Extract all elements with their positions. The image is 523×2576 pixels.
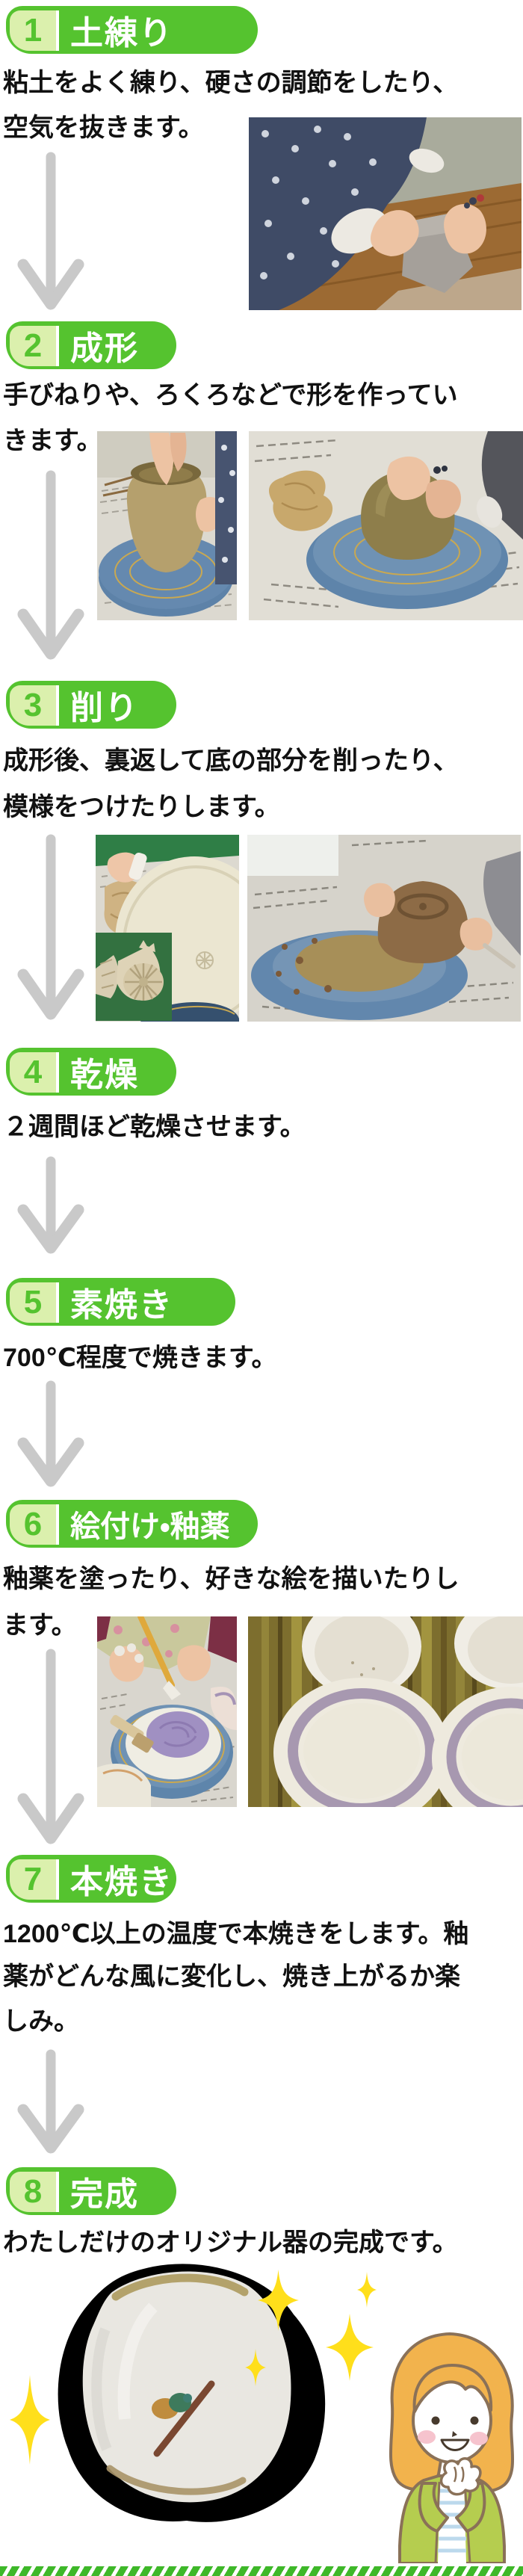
step-5-title: 素焼き [70,1287,173,1323]
step-6-title: 絵付け・釉薬 [70,1510,230,1543]
photo-flower-stamps [96,933,172,1021]
step-3-number: 3 [10,685,59,726]
step-6-number: 6 [10,1504,59,1545]
photo-glazing-plate [97,1616,237,1807]
sparkle-icon [357,2272,377,2308]
sparkle-icon [245,2349,266,2386]
step-2-title: 成形 [70,330,139,367]
step-5-badge: 5 素焼き [6,1278,235,1326]
happy-woman-illustration [377,2329,523,2565]
carving-illustration [247,835,521,1022]
down-arrow-icon [17,152,84,310]
step-4-badge: 4 乾燥 [6,1048,176,1096]
step-3-badge: 3 削り [6,681,176,729]
down-arrow-icon [17,2049,84,2154]
photo-bisque-plates [248,1616,523,1807]
step-8-number: 8 [10,2172,59,2212]
finished-plate-illustration [58,2264,326,2522]
step-7-badge: 7 本焼き [6,1855,176,1903]
sparkle-icon [10,2375,50,2465]
down-arrow-icon [17,834,84,1020]
step-6-text-line: 釉薬を塗ったり、好きな絵を描いたりし [3,1565,459,1593]
down-arrow-icon [17,1649,84,1844]
photo-handbuilding-pot [97,431,237,620]
step-4-text-line: ２週間ほど乾燥させます。 [3,1113,306,1141]
step-1-text-line: 粘土をよく練り、硬さの調節をしたり、 [3,69,459,97]
photo-shaping-on-wheel [249,431,523,620]
handbuilding-illustration [97,431,237,620]
step-5-text-line: 700℃程度で焼きます。 [3,1344,277,1372]
sparkle-icon [258,2270,299,2331]
sparkle-icon [326,2314,374,2381]
step-4-number: 4 [10,1052,59,1093]
step-8-title: 完成 [70,2176,139,2213]
shaping-illustration [249,431,523,620]
step-2-badge: 2 成形 [6,321,176,369]
step-4-title: 乾燥 [70,1057,139,1093]
step-2-text-line: きます。 [3,427,102,455]
step-2-number: 2 [10,326,59,366]
step-1-badge: 1 土練り [6,6,258,54]
step-7-text-line: 薬がどんな風に変化し、焼き上がるか楽 [3,1962,460,1991]
step-6-text-line: ます。 [3,1611,77,1640]
step-1-number: 1 [10,10,59,51]
step-1-title: 土練り [70,15,173,52]
step-3-text-line: 模様をつけたりします。 [3,793,280,821]
step-7-title: 本焼き [70,1864,173,1900]
step-7-text-line: 1200℃以上の温度で本焼きをします。釉 [3,1920,469,1948]
step-5-number: 5 [10,1282,59,1323]
photo-carving-pot [247,835,521,1022]
step-8-badge: 8 完成 [6,2167,176,2215]
bisque-plates-illustration [248,1616,523,1807]
flower-stamps-illustration [96,933,172,1021]
step-3-text-line: 成形後、裏返して底の部分を削ったり、 [3,747,459,775]
kneading-clay-illustration [249,117,522,310]
step-7-text-line: しみ。 [3,2007,79,2036]
step-7-number: 7 [10,1859,59,1900]
down-arrow-icon [17,1156,84,1254]
step-1-text-line: 空気を抜きます。 [3,114,204,142]
photo-finished-plate [41,2262,355,2541]
striped-footer-border [0,2566,523,2576]
glazing-illustration [97,1616,237,1807]
down-arrow-icon [17,470,84,660]
step-2-text-line: 手びねりや、ろくろなどで形を作ってい [3,381,458,410]
step-3-title: 削り [70,690,139,726]
step-6-badge: 6 絵付け・釉薬 [6,1500,258,1548]
photo-kneading-clay [249,117,522,310]
down-arrow-icon [17,1380,84,1487]
step-8-text-line: わたしだけのオリジナル器の完成です。 [3,2228,458,2257]
